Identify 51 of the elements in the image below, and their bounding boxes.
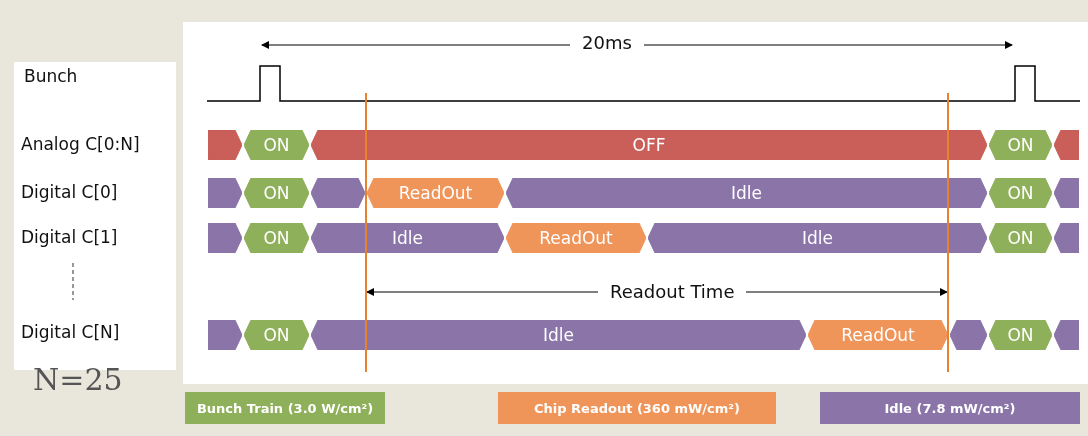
signal-name: Digital C[0]: [21, 182, 118, 202]
state-segment: [989, 320, 1052, 350]
signal-name: Digital C[1]: [21, 227, 118, 247]
legend-label: Chip Readout (360 mW/cm²): [533, 400, 740, 416]
state-segment: [311, 223, 504, 253]
state-label: ON: [1006, 227, 1035, 250]
state-segment: [208, 130, 242, 160]
state-segment: [208, 178, 242, 208]
state-segment: [950, 320, 987, 350]
state-segment: [311, 178, 365, 208]
state-segment: [244, 320, 309, 350]
state-segment: [244, 130, 309, 160]
legend-label: Idle (7.8 mW/cm²): [884, 400, 1016, 416]
signal-name: Bunch: [24, 66, 78, 86]
state-segment: [244, 178, 309, 208]
state-segment: [367, 178, 504, 208]
state-label: ReadOut: [840, 324, 916, 347]
state-segment: [1054, 223, 1079, 253]
state-label: ReadOut: [538, 227, 614, 250]
state-label: ReadOut: [397, 182, 474, 205]
signal-name: Analog C[0:N]: [21, 134, 140, 154]
state-label: ON: [262, 227, 291, 250]
state-label: Idle: [391, 227, 424, 250]
state-label: ON: [262, 182, 291, 205]
state-segment: [506, 178, 987, 208]
state-segment: [311, 320, 806, 350]
state-segment: [808, 320, 948, 350]
state-segment: [506, 223, 646, 253]
state-segment: [648, 223, 987, 253]
state-segment: [311, 130, 987, 160]
state-label: OFF: [631, 134, 667, 157]
state-segment: [208, 223, 242, 253]
state-label: Idle: [542, 324, 575, 347]
legend-label: Bunch Train (3.0 W/cm²): [196, 400, 374, 416]
state-label: ON: [262, 324, 291, 347]
signal-name: Digital C[N]: [21, 322, 120, 342]
state-label: ON: [262, 134, 291, 157]
state-label: ON: [1006, 134, 1035, 157]
state-segment: [989, 130, 1052, 160]
state-label: Idle: [801, 227, 834, 250]
state-label: ON: [1006, 324, 1035, 347]
state-segment: [989, 223, 1052, 253]
state-segment: [1054, 130, 1079, 160]
state-label: ON: [1006, 182, 1035, 205]
state-segment: [208, 320, 242, 350]
state-segment: [989, 178, 1052, 208]
state-segment: [244, 223, 309, 253]
state-label: Idle: [730, 182, 763, 205]
state-segment: [1054, 320, 1079, 350]
state-segment: [1054, 178, 1079, 208]
note-text: N=25: [33, 362, 123, 397]
